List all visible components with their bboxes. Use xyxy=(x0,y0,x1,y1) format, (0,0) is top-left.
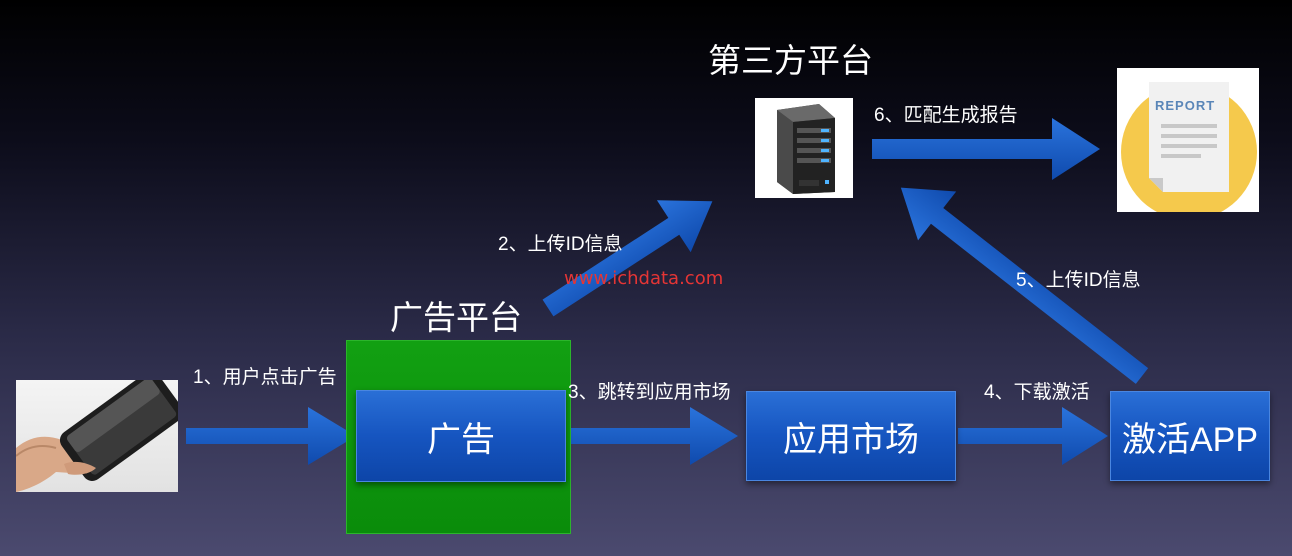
activate-app-box: 激活APP xyxy=(1110,391,1270,481)
step4-label: 4、下载激活 xyxy=(984,382,1090,403)
ad-box-label: 广告 xyxy=(427,420,495,459)
ad-platform-title: 广告平台 xyxy=(390,299,522,336)
app-market-label: 应用市场 xyxy=(783,420,919,459)
arrow-step2 xyxy=(542,200,713,317)
arrow-step6 xyxy=(872,118,1100,180)
report-icon-text: REPORT xyxy=(1155,98,1216,113)
report-document-icon: REPORT xyxy=(1117,68,1259,212)
arrow-step5 xyxy=(900,187,1149,384)
ad-box: 广告 xyxy=(356,390,566,482)
step3-label: 3、跳转到应用市场 xyxy=(568,382,731,403)
watermark: www.ichdata.com xyxy=(564,268,724,289)
server-icon xyxy=(755,98,853,198)
activate-app-label: 激活APP xyxy=(1121,420,1259,459)
step6-label: 6、匹配生成报告 xyxy=(874,105,1018,126)
arrow-step4 xyxy=(958,407,1108,465)
step2-label: 2、上传ID信息 xyxy=(498,234,623,255)
phone-in-hand-icon xyxy=(16,380,178,492)
step1-label: 1、用户点击广告 xyxy=(193,367,337,388)
arrow-step3 xyxy=(567,407,738,465)
app-market-box: 应用市场 xyxy=(746,391,956,481)
third-party-title: 第三方平台 xyxy=(708,42,873,79)
step5-label: 5、上传ID信息 xyxy=(1016,270,1141,291)
arrow-step1 xyxy=(186,407,356,465)
